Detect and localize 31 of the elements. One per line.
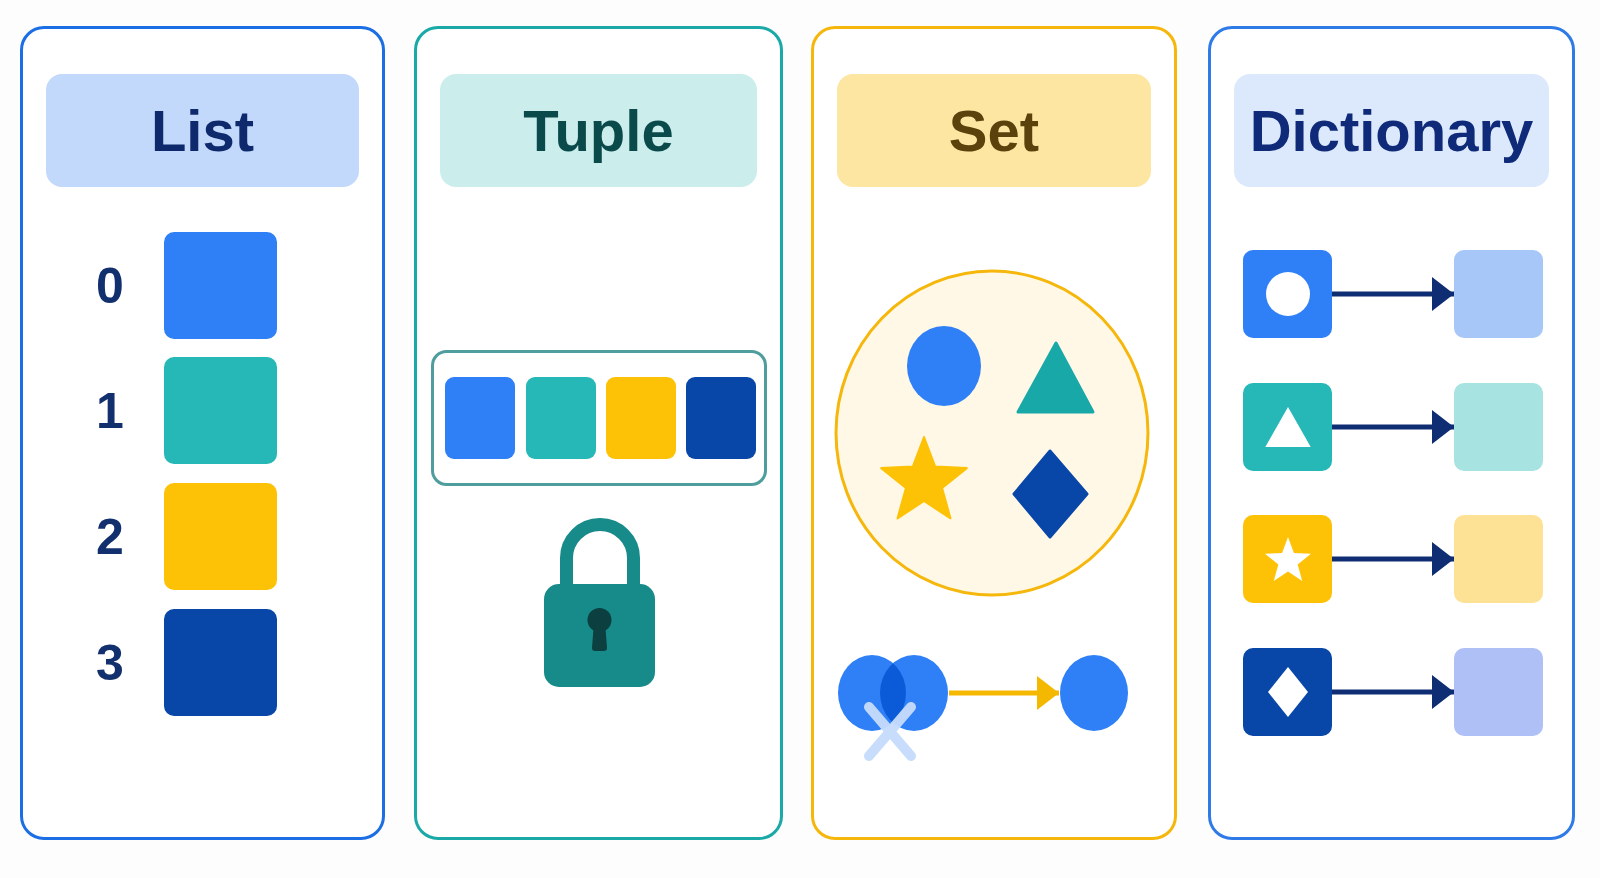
value-tile [1454,250,1543,338]
arrow [949,676,1059,710]
set-panel [811,26,1177,840]
arrow [1332,410,1454,444]
value-tile [1454,383,1543,471]
key-tile [1243,515,1332,603]
value-tile [1454,648,1543,736]
panel-title: List [46,74,359,187]
index-number: 0 [96,260,124,311]
list-item-tile [164,357,277,464]
key-tile [1243,250,1332,338]
list-item-tile [164,232,277,339]
index-number: 1 [96,385,124,436]
circle-shape [1059,654,1129,732]
duplicate-circles [837,654,949,762]
list-item-tile [164,609,277,716]
panel-title: Tuple [440,74,757,187]
arrow [1332,675,1454,709]
tuple-panel [414,26,783,840]
list-item-tile [164,483,277,590]
panel-title: Dictionary [1234,74,1549,187]
index-number: 2 [96,511,124,562]
value-tile [1454,515,1543,603]
index-number: 3 [96,637,124,688]
arrow [1332,542,1454,576]
key-tile [1243,648,1332,736]
key-tile [1243,383,1332,471]
panel-title: Set [837,74,1151,187]
arrow [1332,277,1454,311]
dictionary-panel [1208,26,1575,840]
list-panel [20,26,385,840]
